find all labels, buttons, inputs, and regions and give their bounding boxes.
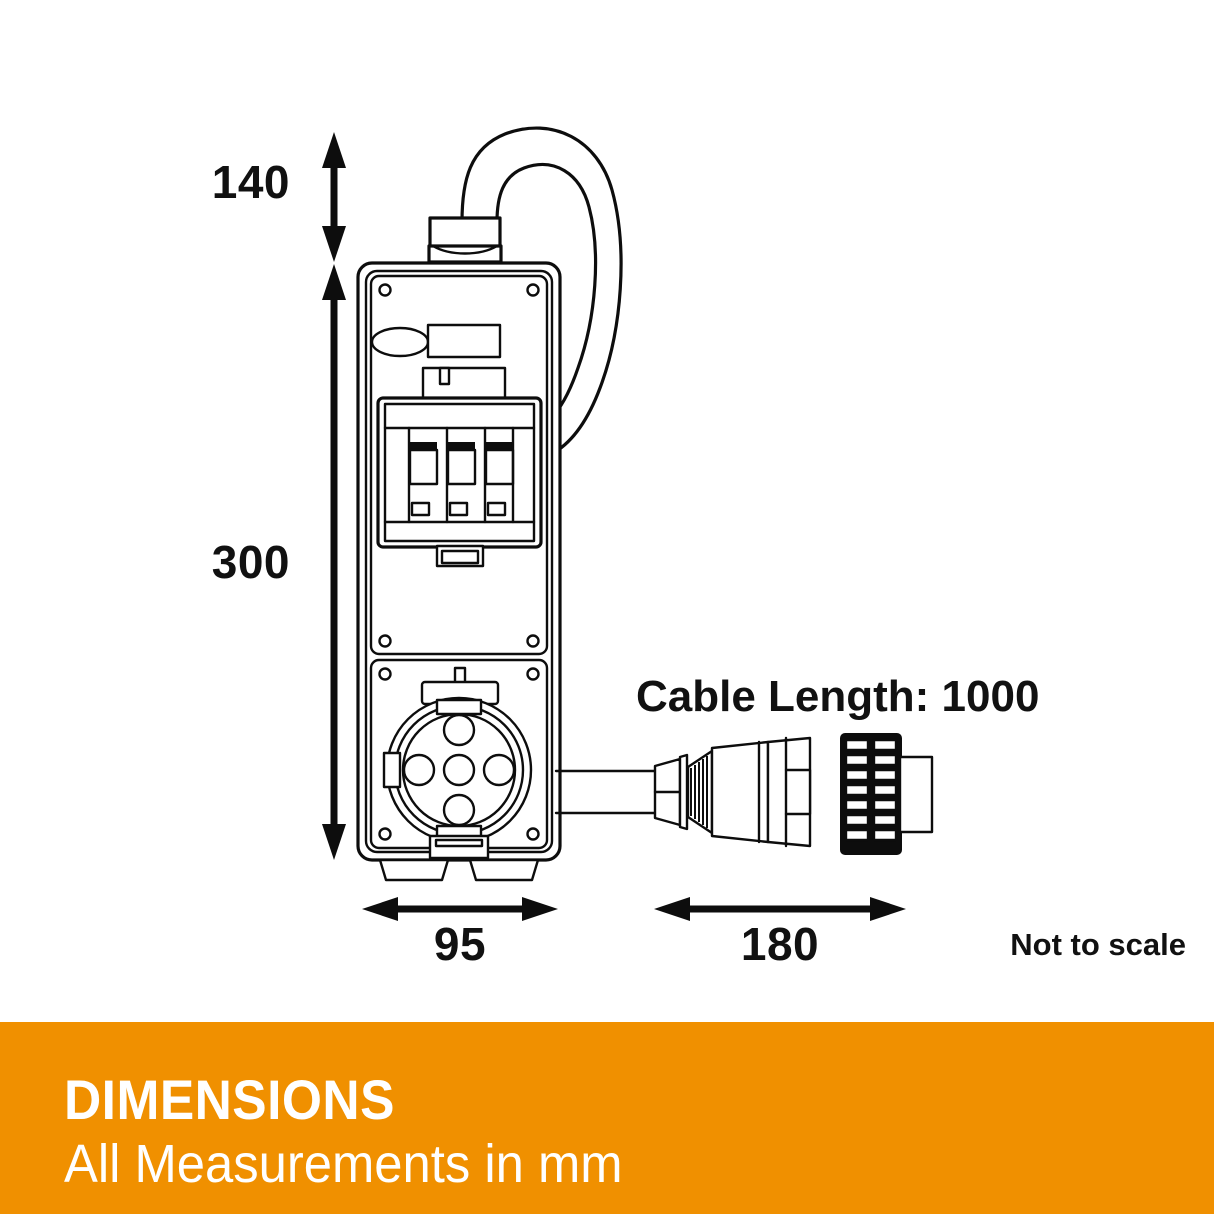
dimension-140: 140 [212, 132, 346, 262]
breaker-pole-1 [407, 426, 439, 524]
socket-pin-left [402, 753, 436, 787]
banner-title: DIMENSIONS [64, 1068, 395, 1132]
circuit-breaker-window [376, 396, 543, 568]
not-to-scale-note: Not to scale [1010, 927, 1186, 962]
socket-pin-centre [442, 753, 476, 787]
socket-outlet-5-pin [382, 666, 533, 860]
dimension-300: 300 [212, 264, 346, 860]
cable-gland [427, 216, 503, 264]
dimensions-banner: DIMENSIONS All Measurements in mm [0, 1022, 1214, 1214]
dimension-95: 95 [362, 897, 558, 970]
dimension-140-label: 140 [212, 156, 290, 208]
connector-block [421, 366, 507, 400]
dimension-95-label: 95 [434, 918, 486, 970]
technical-drawing: 140 300 95 180 [212, 126, 1186, 970]
indicator-lamp-oval [370, 326, 430, 358]
drawing-svg: 140 300 95 180 [212, 126, 1186, 970]
socket-pin-top [442, 713, 476, 747]
dimension-180: 180 [654, 897, 906, 970]
label-plate [426, 323, 502, 359]
plug-connector-5-pin [653, 733, 934, 855]
plug-ring-knurl [844, 738, 898, 842]
plug-cable [554, 769, 662, 815]
banner-subtitle: All Measurements in mm [64, 1133, 623, 1194]
plug-knurl-lines [690, 756, 708, 828]
dimension-300-label: 300 [212, 536, 290, 588]
socket-pin-bottom [442, 793, 476, 827]
breaker-pole-2 [445, 426, 477, 524]
breaker-pole-3 [483, 426, 515, 524]
enclosure-feet [378, 858, 540, 882]
cable-length-label: Cable Length: 1000 [636, 672, 1039, 721]
supply-cable-loop [460, 126, 623, 454]
socket-pin-right [482, 753, 516, 787]
dimension-180-label: 180 [741, 918, 819, 970]
